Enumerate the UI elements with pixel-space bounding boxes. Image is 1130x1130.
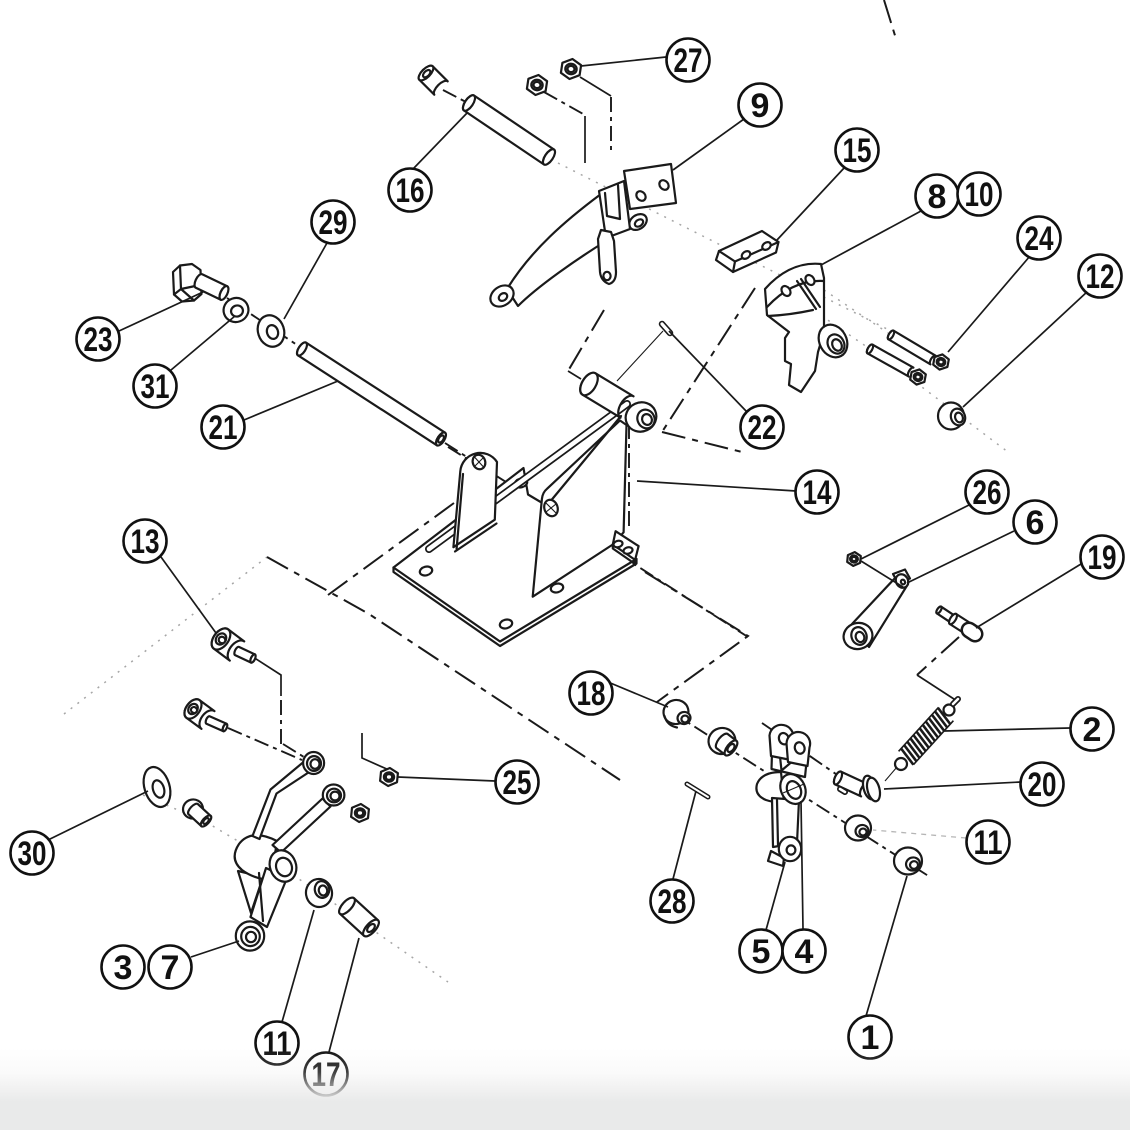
svg-text:7: 7 [161, 949, 180, 987]
svg-text:19: 19 [1088, 539, 1117, 577]
svg-text:6: 6 [1026, 504, 1045, 542]
svg-text:18: 18 [577, 675, 606, 713]
svg-text:2: 2 [1083, 711, 1102, 749]
svg-text:10: 10 [965, 176, 994, 214]
svg-text:25: 25 [503, 764, 532, 802]
svg-text:13: 13 [131, 523, 160, 561]
svg-text:4: 4 [795, 933, 814, 971]
svg-text:23: 23 [84, 321, 113, 359]
svg-text:27: 27 [674, 42, 703, 80]
svg-text:3: 3 [114, 949, 133, 987]
svg-text:28: 28 [658, 883, 687, 921]
svg-text:30: 30 [18, 835, 47, 873]
svg-text:31: 31 [141, 368, 170, 406]
svg-text:29: 29 [319, 204, 348, 242]
svg-text:12: 12 [1086, 258, 1115, 296]
svg-text:8: 8 [928, 178, 947, 216]
svg-text:22: 22 [748, 409, 777, 447]
svg-text:9: 9 [751, 87, 770, 125]
svg-text:5: 5 [752, 933, 771, 971]
svg-text:26: 26 [973, 474, 1002, 512]
svg-text:20: 20 [1028, 766, 1057, 804]
svg-text:14: 14 [803, 474, 832, 512]
svg-text:1: 1 [861, 1019, 880, 1057]
svg-text:24: 24 [1025, 220, 1054, 258]
svg-text:21: 21 [209, 409, 238, 447]
svg-text:16: 16 [396, 172, 425, 210]
svg-text:15: 15 [843, 132, 872, 170]
svg-text:11: 11 [974, 824, 1003, 862]
